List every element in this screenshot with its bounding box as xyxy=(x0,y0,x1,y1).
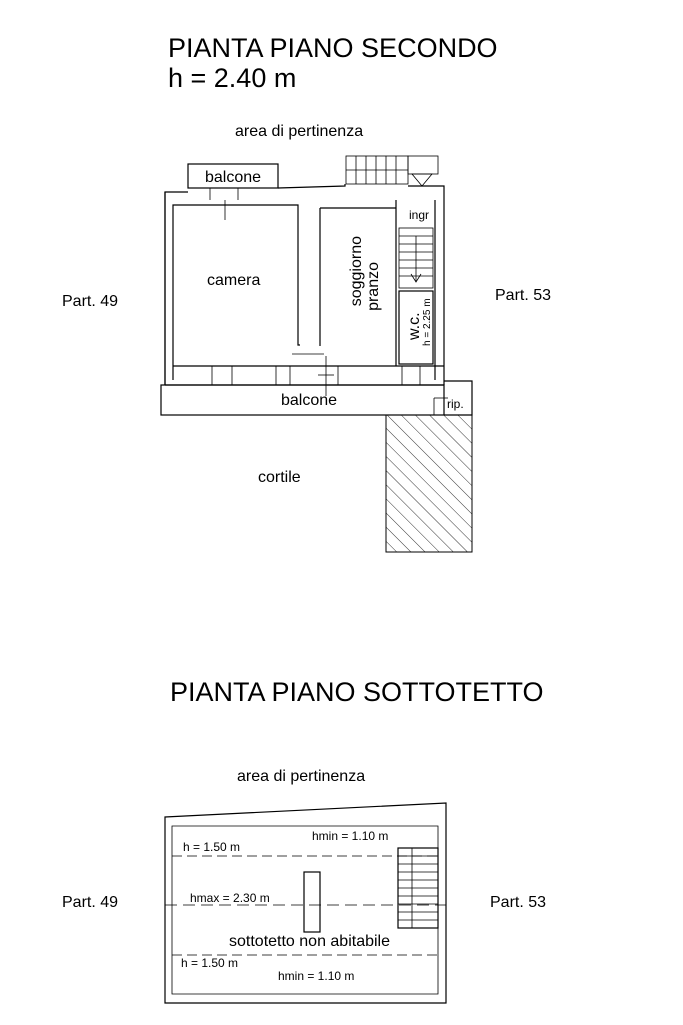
room-label-wc: w.c. xyxy=(406,312,423,341)
second-floor-area-label: area di pertinenza xyxy=(235,123,363,140)
attic-note: sottotetto non abitabile xyxy=(229,933,390,950)
second-floor-part-left: Part. 49 xyxy=(62,293,118,310)
attic-walls xyxy=(164,802,447,1004)
room-label-rip: rip. xyxy=(447,397,464,411)
room-label-cortile: cortile xyxy=(258,469,301,486)
second-floor-height: h = 2.40 m xyxy=(168,63,296,93)
room-label-pranzo: pranzo xyxy=(365,262,382,311)
second-floor-part-right: Part. 53 xyxy=(495,287,551,304)
second-floor-walls xyxy=(160,155,473,553)
room-label-camera: camera xyxy=(207,272,260,289)
second-floor-title: PIANTA PIANO SECONDO xyxy=(168,33,498,63)
room-label-soggiorno: soggiorno xyxy=(348,236,365,306)
room-label-balcone-bottom: balcone xyxy=(281,392,337,409)
attic-title: PIANTA PIANO SOTTOTETTO xyxy=(170,677,544,707)
attic-hmax: hmax = 2.30 m xyxy=(190,891,270,905)
attic-hmin-bottom: hmin = 1.10 m xyxy=(278,969,354,983)
attic-part-left: Part. 49 xyxy=(62,894,118,911)
wc-height-label: h = 2.25 m xyxy=(422,298,433,346)
attic-area-label: area di pertinenza xyxy=(237,768,365,785)
attic-h-top: h = 1.50 m xyxy=(183,840,240,854)
attic-h-bottom: h = 1.50 m xyxy=(181,956,238,970)
room-label-balcone-top: balcone xyxy=(205,169,261,186)
attic-part-right: Part. 53 xyxy=(490,894,546,911)
room-label-ingr: ingr xyxy=(409,208,429,222)
attic-hmin-top: hmin = 1.10 m xyxy=(312,829,388,843)
